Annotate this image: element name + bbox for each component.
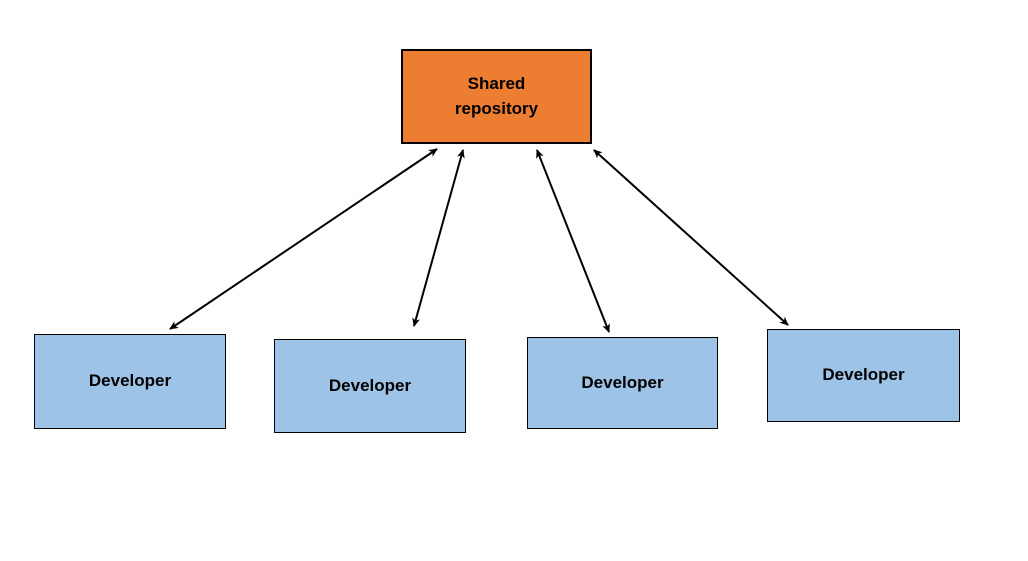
node-developer-4: Developer [767, 329, 960, 422]
node-developer-2-label: Developer [328, 375, 412, 395]
node-developer-2: Developer [274, 339, 466, 433]
arrow-repo-developer-1 [169, 148, 438, 330]
node-developer-3-label: Developer [581, 372, 664, 392]
arrow-repo-developer-4 [593, 149, 789, 326]
node-developer-4-label: Developer [822, 365, 905, 385]
node-shared-repository: Shared repository [401, 49, 592, 144]
node-developer-1: Developer [34, 334, 226, 429]
node-developer-1-label: Developer [88, 371, 172, 391]
arrow-repo-developer-2 [412, 149, 465, 327]
node-developer-3: Developer [527, 337, 718, 429]
arrow-repo-developer-3 [536, 149, 610, 333]
node-shared-repository-label: Shared repository [454, 73, 539, 118]
